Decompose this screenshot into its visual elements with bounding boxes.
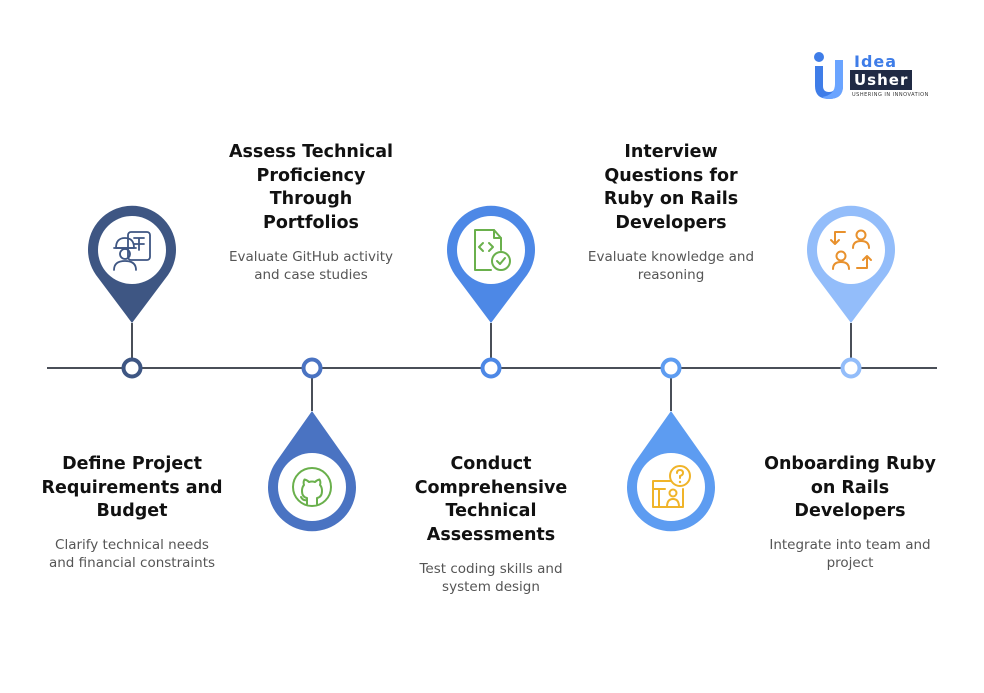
logo-tagline: USHERING IN INNOVATION (852, 92, 929, 98)
step-4-description: Evaluate knowledge and reasoning (571, 248, 771, 284)
step-5-desc-line: project (826, 555, 874, 571)
step-4-marker (627, 357, 715, 532)
interview-question-icon (652, 465, 691, 508)
step-2-title: Assess Technical Proficiency Through Por… (211, 141, 411, 235)
step-1-title-line: Budget (96, 501, 168, 521)
timeline-node (480, 357, 502, 379)
step-4-title-line: Questions for (604, 165, 738, 186)
team-exchange-icon (830, 229, 872, 270)
step-4-title: Interview Questions for Ruby on Rails De… (571, 141, 771, 235)
step-1-title-line: Define Project (62, 454, 202, 474)
step-4-title-line: Interview (624, 142, 718, 162)
idea-usher-logo: Idea Usher USHERING IN INNOVATION (810, 50, 935, 102)
timeline-node (660, 357, 682, 379)
step-2-title-line: Portfolios (263, 212, 359, 233)
step-2-description: Evaluate GitHub activity and case studie… (211, 248, 411, 284)
step-5-title-line: on Rails (810, 477, 890, 498)
engineer-blueprint-icon (113, 231, 151, 271)
step-4-desc-line: reasoning (637, 267, 705, 283)
step-2-desc-line: and case studies (254, 267, 368, 283)
step-5-description: Integrate into team and project (750, 536, 950, 572)
step-3-description: Test coding skills and system design (391, 560, 591, 596)
step-5-title-line: Onboarding Ruby (764, 454, 936, 474)
timeline-node (840, 357, 862, 379)
logo-mark-icon (814, 52, 843, 99)
step-3-title-line: Assessments (426, 524, 556, 545)
step-1-desc-line: and financial constraints (48, 555, 216, 571)
step-pin-inner (98, 216, 166, 284)
step-2-desc-line: Evaluate GitHub activity (228, 249, 394, 265)
step-pin-inner (817, 216, 885, 284)
step-1-desc-line: Clarify technical needs (55, 537, 209, 553)
step-1-title-line: Requirements and (41, 477, 223, 498)
step-3-marker (447, 205, 535, 379)
step-pin-inner (637, 453, 705, 521)
step-4-desc-line: Evaluate knowledge and (587, 249, 755, 265)
step-2-title-line: Proficiency (256, 165, 366, 186)
step-3-desc-line: system design (442, 579, 540, 595)
step-3-title-line: Technical (445, 501, 537, 521)
step-3-title: Conduct Comprehensive Technical Assessme… (391, 453, 591, 547)
step-3-title-line: Comprehensive (414, 477, 568, 498)
step-3-desc-line: Test coding skills and (419, 561, 563, 577)
step-3-title-line: Conduct (450, 454, 532, 474)
timeline-node (121, 357, 143, 379)
github-icon (292, 467, 332, 507)
step-2-title-line: Through (269, 189, 353, 209)
step-5-title-line: Developers (794, 501, 906, 521)
code-document-check-icon (474, 229, 511, 271)
step-4-title-line: Ruby on Rails (603, 189, 739, 209)
step-4-title-line: Developers (615, 212, 727, 233)
step-2-title-line: Assess Technical (228, 142, 394, 162)
step-1-description: Clarify technical needs and financial co… (32, 536, 232, 572)
step-1-marker (88, 205, 177, 379)
logo-name-bottom: Usher (850, 70, 913, 90)
step-pin-inner (278, 453, 346, 521)
timeline-node (301, 357, 323, 379)
step-5-marker (807, 205, 895, 379)
step-1-title: Define Project Requirements and Budget (32, 453, 232, 524)
step-2-marker (268, 357, 356, 532)
step-5-title: Onboarding Ruby on Rails Developers (750, 453, 950, 524)
step-5-desc-line: Integrate into team and (769, 537, 931, 553)
logo-name-top: Idea (854, 52, 898, 71)
